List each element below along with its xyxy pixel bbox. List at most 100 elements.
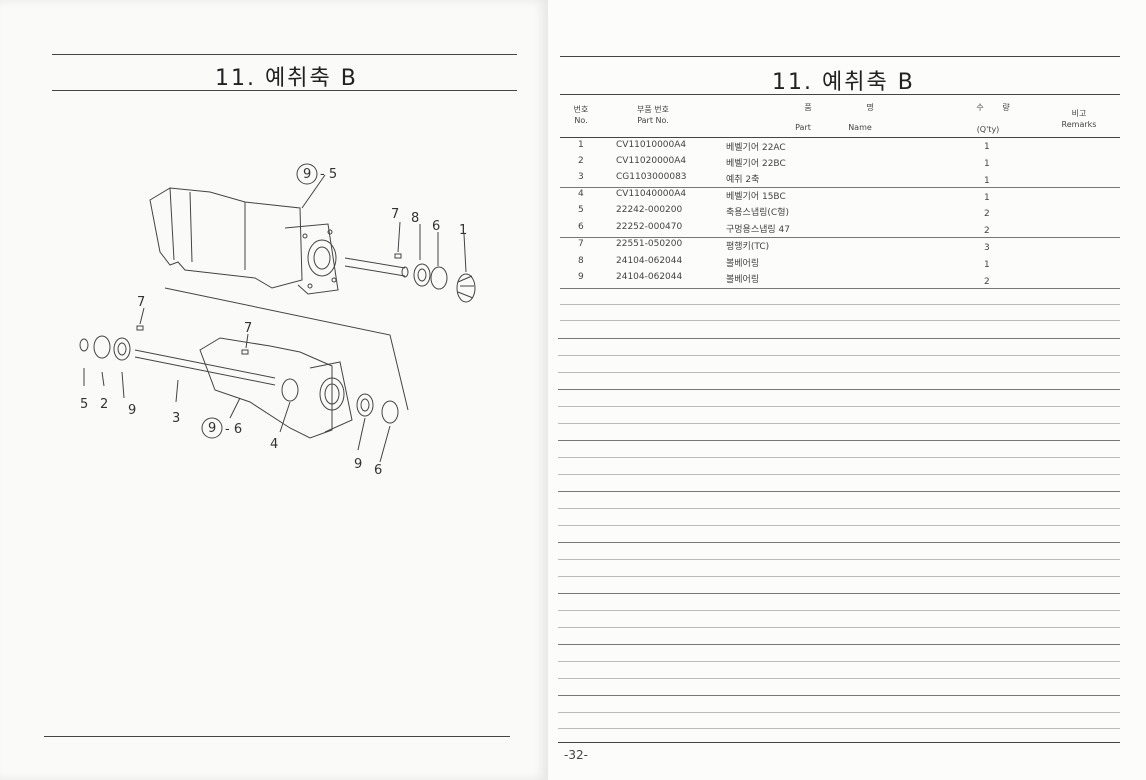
bearing-9-left	[113, 337, 131, 361]
blank-line	[560, 320, 1120, 321]
row-no: 5	[578, 205, 584, 215]
row-no: 9	[578, 272, 584, 282]
shaft-3	[134, 349, 276, 386]
bevel-gear-1	[456, 273, 476, 303]
right-footer-rule	[558, 742, 1120, 743]
row-qty: 3	[984, 243, 990, 253]
row-part-no: CG1103000083	[616, 172, 687, 182]
bearing-9-bottom	[356, 393, 374, 417]
table-end-rule	[560, 288, 1120, 289]
callout-9-6-num: 9	[208, 421, 216, 436]
callout-9-5-suffix: - 5	[320, 167, 337, 182]
row-name: 예취 2축	[726, 175, 760, 185]
label-5-bottom: 5	[80, 397, 88, 412]
blank-line	[558, 542, 1120, 543]
blank-line	[558, 406, 1120, 407]
blank-line	[558, 712, 1120, 713]
callout-9-6-suffix: - 6	[225, 422, 242, 437]
blank-line	[558, 525, 1120, 526]
header-name-kr-2: 명	[866, 103, 874, 112]
blank-line	[558, 423, 1120, 424]
label-2: 2	[100, 397, 108, 412]
right-title-bottom-rule	[560, 94, 1120, 95]
lower-housing	[199, 337, 353, 439]
row-qty: 1	[984, 176, 990, 186]
header-qty-kr-2: 량	[1002, 103, 1010, 112]
blank-line	[558, 372, 1120, 373]
blank-line	[558, 389, 1120, 390]
row-qty: 2	[984, 277, 990, 287]
label-9-bottom: 9	[354, 457, 362, 472]
blank-line	[558, 661, 1120, 662]
page-number: -32-	[564, 748, 588, 762]
snap-ring-6-bottom	[381, 400, 399, 424]
row-qty: 1	[984, 142, 990, 152]
row-qty: 2	[984, 226, 990, 236]
label-7-mid: 7	[244, 321, 252, 336]
key-mid	[241, 349, 249, 355]
row-no: 2	[578, 156, 584, 166]
row-qty: 1	[984, 159, 990, 169]
row-name: 베벨기어 15BC	[726, 192, 786, 202]
blank-line	[558, 474, 1120, 475]
row-part-no: 22551-050200	[616, 239, 683, 249]
row-name: 축용스냅링(C형)	[726, 208, 789, 218]
label-7-left: 7	[137, 295, 145, 310]
row-part-no: CV11010000A4	[616, 140, 687, 150]
title-bottom-rule	[52, 90, 517, 91]
row-no: 7	[578, 239, 584, 249]
label-9-left: 9	[128, 403, 136, 418]
label-6-bottom: 6	[374, 463, 382, 478]
bevel-gear-2	[93, 335, 111, 359]
header-name-kr-1: 품	[804, 103, 812, 112]
label-3: 3	[172, 411, 180, 426]
group-rule	[560, 237, 1120, 238]
ring-5-left	[79, 338, 89, 352]
snap-ring-6-top	[430, 266, 448, 290]
callout-9-5-num: 9	[303, 167, 311, 182]
left-footer-rule	[44, 736, 510, 737]
row-part-no: CV11020000A4	[616, 156, 687, 166]
blank-line	[558, 678, 1120, 679]
left-page-title: 11. 예취축 B	[215, 66, 358, 91]
title-top-rule	[52, 54, 517, 55]
label-8: 8	[411, 211, 419, 226]
blank-line	[558, 491, 1120, 492]
blank-line	[558, 338, 1120, 339]
group-rule	[560, 187, 1120, 188]
row-no: 4	[578, 189, 584, 199]
row-part-no: CV11040000A4	[616, 189, 687, 199]
header-qty-kr-1: 수	[976, 103, 984, 112]
row-name: 평행키(TC)	[726, 242, 770, 252]
row-part-no: 24104-062044	[616, 256, 683, 266]
label-4: 4	[270, 437, 278, 452]
blank-line	[558, 610, 1120, 611]
key-top	[394, 253, 402, 259]
row-name: 볼베어링	[726, 259, 760, 269]
label-7-top: 7	[391, 207, 399, 222]
upper-housing	[149, 187, 339, 295]
row-qty: 2	[984, 209, 990, 219]
header-name-en: Name	[848, 123, 872, 132]
right-page: 11. 예취축 B 번호 No. 부품 번호 Part No. 품 명 Part…	[548, 0, 1146, 780]
blank-line	[558, 355, 1120, 356]
row-part-no: 22252-000470	[616, 222, 683, 232]
blank-line	[558, 440, 1120, 441]
blank-line	[560, 304, 1120, 305]
exploded-parts-diagram: 9 - 5 9 - 6 7 8 6 1 5 7 7 5 2 9 3 4 9 6	[79, 163, 476, 478]
right-page-title: 11. 예취축 B	[772, 70, 915, 95]
blank-line	[558, 508, 1120, 509]
row-no: 3	[578, 172, 584, 182]
row-qty: 1	[984, 193, 990, 203]
key-left	[136, 325, 144, 331]
label-1: 1	[459, 223, 467, 238]
row-name: 구멍용스냅링 47	[726, 225, 790, 235]
row-no: 1	[578, 140, 584, 150]
label-6-top: 6	[432, 219, 440, 234]
blank-line	[558, 627, 1120, 628]
callout-9-6-circle	[201, 417, 223, 439]
row-name: 볼베어링	[726, 275, 760, 285]
left-page: 11. 예취축 B	[0, 0, 548, 780]
header-qty-en: (Q'ty)	[976, 125, 1000, 134]
row-qty: 1	[984, 260, 990, 270]
